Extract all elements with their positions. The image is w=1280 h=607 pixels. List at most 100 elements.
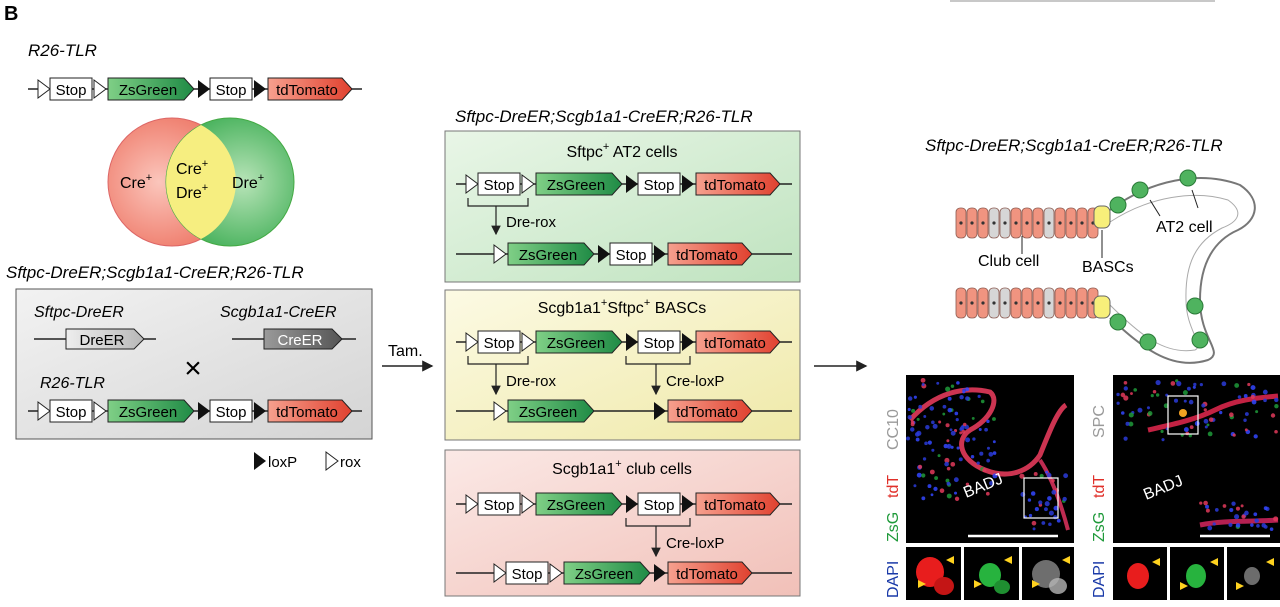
stop-cassette	[209, 399, 253, 423]
stop-cassette	[637, 492, 681, 516]
stop-cassette	[49, 399, 93, 423]
nucleus-dot	[930, 493, 934, 497]
nucleus-dot	[1188, 434, 1192, 438]
zsgreen-label: ZsGreen	[575, 566, 633, 583]
nucleus-dot	[946, 481, 951, 486]
venn-overlap-label-1: Cre+	[176, 158, 208, 178]
nucleus-dot	[1121, 411, 1125, 415]
loxp-site-icon	[682, 175, 694, 193]
cell-nucleus	[1036, 221, 1040, 225]
nucleus-dot	[1203, 500, 1208, 506]
loxp-site-icon	[682, 495, 694, 513]
nucleus-dot	[1231, 501, 1236, 506]
arrowhead-icon	[1236, 582, 1244, 590]
stop-cassette	[477, 172, 521, 196]
loxp-site-icon	[654, 402, 666, 420]
nucleus-dot	[953, 429, 958, 433]
nucleus-dot	[1199, 383, 1203, 387]
tdtomato-label: tdTomato	[704, 335, 766, 352]
rox-site-icon	[93, 79, 107, 99]
left-tdt-channel-label: tdT	[885, 475, 902, 498]
stop-cassette	[609, 242, 653, 266]
loxp-site-icon	[626, 333, 638, 351]
cell-nucleus	[1014, 221, 1018, 225]
basc-cell	[1093, 295, 1111, 319]
nucleus-dot	[907, 407, 911, 411]
nucleus-dot	[945, 386, 951, 392]
nucleus-dot	[1155, 380, 1161, 386]
nucleus-dot	[906, 436, 910, 441]
creer-gene	[263, 328, 343, 350]
stop-label: Stop	[484, 335, 515, 352]
loxp-site-icon	[682, 333, 694, 351]
at2-cell	[1109, 313, 1127, 331]
nucleus-dot	[1183, 427, 1189, 432]
arrowhead-icon	[1152, 558, 1160, 566]
nucleus-dot	[985, 491, 990, 496]
airway-schematic	[955, 169, 1256, 364]
nucleus-dot	[947, 407, 953, 413]
nucleus-dot	[1250, 394, 1255, 399]
nucleus-dot	[977, 394, 981, 398]
nucleus-dot	[1274, 397, 1279, 403]
nucleus-dot	[1063, 473, 1069, 479]
nucleus-dot	[984, 427, 988, 432]
nucleus-dot	[1247, 382, 1251, 387]
nucleus-dot	[1243, 394, 1248, 398]
nucleus-dot	[917, 464, 923, 469]
nucleus-dot	[929, 406, 935, 411]
nucleus-dot	[1051, 489, 1057, 495]
rox-site-icon	[465, 494, 479, 514]
at2-cell	[1179, 169, 1197, 187]
zoom-box	[1023, 477, 1059, 519]
cre-line-label: Scgb1a1-CreER	[220, 304, 337, 321]
epithelium-signal	[1038, 458, 1070, 531]
zsg-cell-signal	[979, 563, 1001, 587]
tdtomato-gene	[267, 399, 353, 423]
at2-cell	[1139, 333, 1157, 351]
nucleus-dot	[911, 408, 916, 413]
nucleus-dot	[972, 437, 976, 441]
nucleus-dot	[1263, 525, 1268, 529]
cell-nucleus	[1058, 221, 1062, 225]
tamoxifen-label: Tam.	[388, 343, 423, 360]
basc-box-title: Scgb1a1+Sftpc+ BASCs	[538, 297, 707, 317]
micrograph-left: BADJ	[906, 375, 1074, 600]
nucleus-dot	[986, 446, 990, 450]
at2-cell	[1131, 181, 1149, 199]
nucleus-dot	[1048, 522, 1052, 527]
stop-label: Stop	[56, 404, 87, 421]
tdtomato-gene	[667, 242, 753, 266]
tdtomato-label: tdTomato	[704, 177, 766, 194]
nucleus-dot	[976, 461, 980, 465]
nucleus-dot	[1201, 403, 1206, 408]
cell-nucleus	[1069, 301, 1073, 305]
nucleus-dot	[1188, 399, 1194, 405]
nucleus-dot	[965, 482, 970, 487]
cell-nucleus	[1025, 221, 1029, 225]
nucleus-dot	[979, 451, 984, 456]
nucleus-dot	[1207, 431, 1213, 437]
cell-nucleus	[1047, 221, 1051, 225]
nucleus-dot	[1120, 392, 1126, 398]
nucleus-dot	[1212, 522, 1216, 526]
nucleus-dot	[913, 484, 917, 488]
tdt-cell-signal	[1127, 563, 1149, 589]
nuclei-dots	[1116, 379, 1279, 531]
nucleus-dot	[1116, 401, 1120, 405]
nucleus-dot	[986, 419, 990, 424]
nucleus-dot	[1182, 390, 1188, 396]
nucleus-dot	[962, 422, 967, 427]
nucleus-dot	[962, 390, 966, 394]
top-divider	[950, 0, 1215, 2]
rox-legend-icon	[325, 451, 339, 471]
nucleus-dot	[1152, 389, 1157, 394]
nucleus-dot	[1062, 496, 1067, 502]
nucleus-dot	[942, 412, 946, 416]
nucleus-dot	[1221, 381, 1227, 387]
basc-cell	[1093, 205, 1111, 229]
club-initial-construct: Stop ZsGreen Stop tdTomato	[456, 492, 792, 558]
nucleus-dot	[920, 377, 926, 383]
right-marker-channel-label: SPC	[1091, 405, 1108, 438]
